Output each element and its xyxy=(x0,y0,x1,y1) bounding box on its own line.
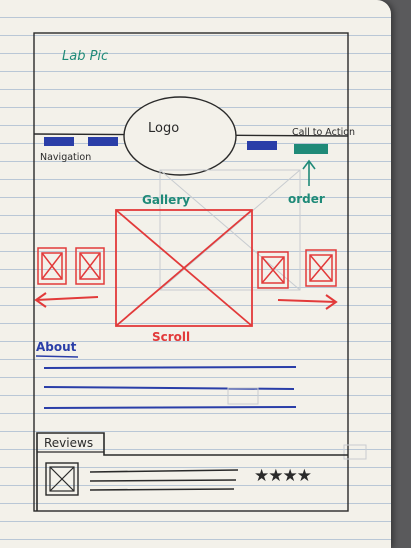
navigation-label: Navigation xyxy=(40,152,92,163)
logo-label: Logo xyxy=(148,121,180,136)
logo-circle xyxy=(123,96,237,176)
about-underline xyxy=(35,355,79,358)
call-to-action-label: Call to Action xyxy=(292,127,356,138)
rating-stars: ★★★★ xyxy=(254,466,312,486)
ghost-sketch xyxy=(159,169,301,291)
review-thumbnail xyxy=(45,462,79,496)
gallery-label: Gallery xyxy=(142,193,191,207)
page-title: Lab Pic xyxy=(62,49,109,64)
nav-block-2 xyxy=(88,137,118,146)
ghost-box-2 xyxy=(343,444,367,460)
page-frame xyxy=(33,32,349,512)
order-label: order xyxy=(288,192,325,206)
wireframe-sketch xyxy=(33,32,367,512)
about-label: About xyxy=(36,340,77,354)
reviews-panel xyxy=(36,432,348,511)
order-arrow-head xyxy=(302,159,316,170)
review-thumbnail-inner xyxy=(49,466,75,492)
notebook-page: Lab Pic Logo Navigation Call to Action o… xyxy=(0,0,391,548)
scroll-right-arrow xyxy=(277,294,338,310)
reviews-label: Reviews xyxy=(44,436,94,450)
nav-block-3 xyxy=(247,141,277,150)
cta-block xyxy=(294,144,328,154)
nav-block-1 xyxy=(44,137,74,146)
scroll-left-arrow xyxy=(34,292,99,308)
left-thumbnails xyxy=(37,247,105,285)
review-text-lines xyxy=(89,469,239,491)
ghost-box xyxy=(227,387,259,405)
gallery-main-x2 xyxy=(115,209,253,327)
about-text-lines xyxy=(43,366,297,409)
gallery-main-image xyxy=(115,209,253,327)
scroll-label: Scroll xyxy=(152,330,191,344)
right-thumbnails xyxy=(257,249,337,289)
